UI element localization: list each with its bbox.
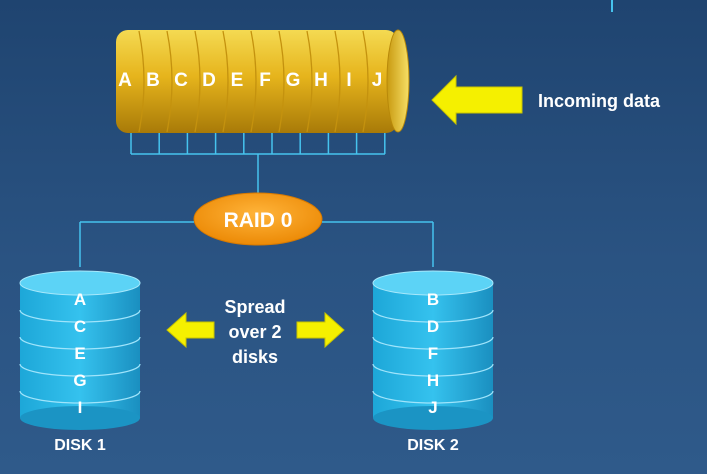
disk-1-label: DISK 1 [54,437,106,454]
raid0-label: RAID 0 [224,209,293,232]
disk-block-letter: F [428,344,438,363]
disk-top-face [372,270,494,296]
buffer-ring-divider [138,30,145,133]
buffer-block-letter: F [259,70,271,91]
buffer-end-face [386,29,410,133]
incoming-data-arrow [431,74,523,126]
buffer-block-letter: I [346,70,351,91]
spread-text-line1: Spread [224,297,285,317]
buffer-block-letter: A [118,70,132,91]
disk-platter-divider [19,336,141,350]
disk-block-letter: C [74,317,86,336]
disk-block-letter: G [73,371,86,390]
disk-top-face [19,270,141,296]
spread-text-line2: over 2 [228,322,281,342]
buffer-block-letter: D [202,70,216,91]
buffer-ring-divider [306,30,313,133]
buffer-block-letter: C [174,70,188,91]
buffer-ring-divider [334,30,341,133]
disk-platter-divider [19,363,141,377]
buffer-ring-divider [166,30,173,133]
incoming-data-label: Incoming data [538,91,661,111]
disk-platter-divider [372,309,494,323]
disk-platter-divider [372,363,494,377]
spread-left-arrow [166,311,215,349]
buffer-block-letter: J [372,70,383,91]
buffer-block-letter: B [146,70,160,91]
disk-block-letter: H [427,371,439,390]
disk-platter-divider [19,309,141,323]
buffer-ring-divider [250,30,257,133]
disk-block-letter: D [427,317,439,336]
spread-text-line3: disks [232,347,278,367]
buffer-ring-divider [194,30,201,133]
disk-platter-divider [19,390,141,404]
raid0-controller: RAID 0 [193,192,323,246]
disk-block-letter: A [74,290,86,309]
disk-platter-divider [372,336,494,350]
disk-block-letter: I [78,398,83,417]
disk-platter-divider [372,390,494,404]
disk-block-letter: B [427,290,439,309]
buffer-ring-divider [278,30,285,133]
buffer-block-letter: H [314,70,328,91]
buffer-ring-divider [222,30,229,133]
disk-block-letter: E [74,344,85,363]
buffer-block-letter: G [286,70,301,91]
raid-branch-lines [79,221,434,267]
disk-2-label: DISK 2 [407,437,459,454]
spread-right-arrow [296,311,345,349]
buffer-block-letter: E [231,70,244,91]
buffer-ring-divider [362,30,369,133]
disk-block-letter: J [428,398,437,417]
buffer-connector-comb [131,153,385,196]
